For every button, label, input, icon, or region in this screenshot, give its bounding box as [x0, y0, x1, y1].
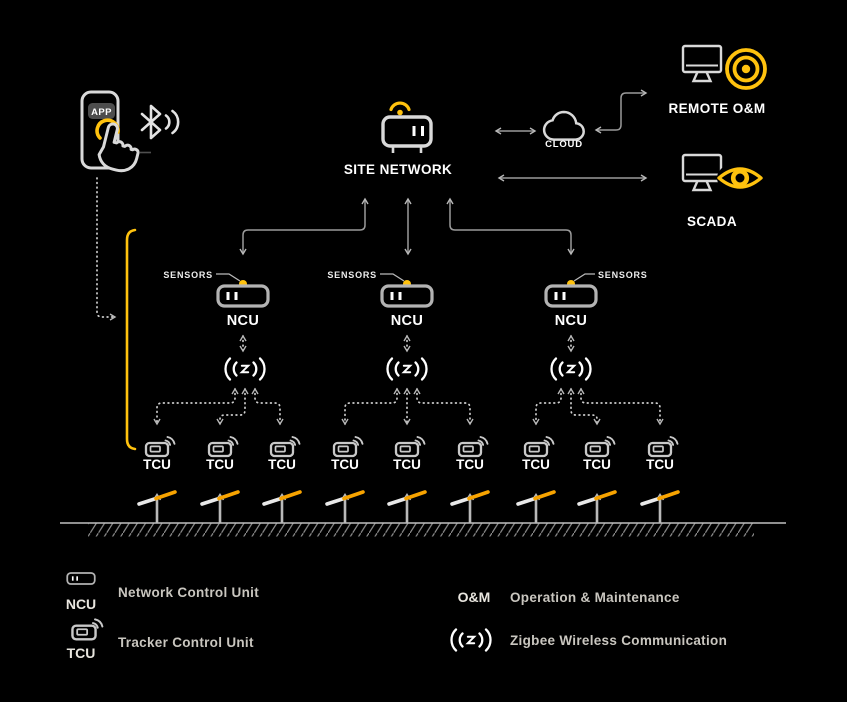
app-badge — [88, 103, 115, 119]
tcu-label: TCU — [268, 457, 296, 472]
remote-om-label: REMOTE O&M — [669, 101, 766, 116]
cloud-label: CLOUD — [545, 139, 583, 150]
ncu-device-icon — [380, 284, 434, 308]
cloud-node: CLOUD — [542, 110, 585, 150]
ncu-label: NCU — [555, 313, 588, 329]
smartphone-tap-icon: APP — [80, 90, 140, 173]
wifi-antenna-dot — [397, 109, 403, 116]
bluetooth-wave-icon — [164, 114, 171, 130]
bluetooth-icon — [140, 104, 180, 140]
legend-tcu-abbr: TCU — [67, 645, 96, 661]
zigbee-tcu-links — [157, 389, 660, 424]
scada-node: SCADA — [681, 153, 763, 229]
bluetooth-link-dotted-arrow — [96, 177, 115, 317]
arrows — [243, 93, 646, 254]
sensors-label: SENSORS — [598, 270, 648, 280]
ncu-device-icon — [216, 284, 270, 308]
scada-label: SCADA — [687, 214, 737, 229]
tcu-label: TCU — [646, 457, 674, 472]
ncu-label: NCU — [227, 313, 260, 329]
ncu-label: NCU — [391, 313, 424, 329]
device-group-bracket — [125, 228, 137, 451]
tcu-label: TCU — [206, 457, 234, 472]
tcu-row: TCU TCU TCU TCU TCU TCU TCU TCU TCU — [143, 435, 679, 472]
wifi-router-icon — [381, 115, 433, 148]
bluetooth-wave-icon — [171, 109, 180, 135]
arrow-cloud-remote-om — [596, 93, 646, 130]
sensors-label: SENSORS — [163, 270, 213, 280]
legend-zigbee-desc: Zigbee Wireless Communication — [510, 633, 727, 648]
site-network-node: SITE NETWORK — [344, 101, 452, 177]
legend-ncu-abbr: NCU — [66, 596, 96, 612]
tap-hand-icon — [97, 122, 140, 173]
site-network-label: SITE NETWORK — [344, 162, 452, 177]
tcu-label: TCU — [583, 457, 611, 472]
tcu-label: TCU — [456, 457, 484, 472]
legend-om-desc: Operation & Maintenance — [510, 590, 680, 605]
ncu-device-icon — [544, 284, 598, 308]
ground — [60, 522, 786, 537]
eye-icon — [717, 167, 763, 189]
legend-ncu-desc: Network Control Unit — [118, 585, 259, 600]
app-badge-label: APP — [91, 107, 112, 118]
tcu-label: TCU — [143, 457, 171, 472]
sensors-label: SENSORS — [327, 270, 377, 280]
remote-om-node: REMOTE O&M — [669, 44, 769, 116]
arrow-site-network-ncu-3 — [450, 199, 571, 254]
broadcast-rings-icon — [725, 48, 767, 90]
cloud-icon — [542, 110, 585, 141]
tcu-label: TCU — [331, 457, 359, 472]
ground-hatch — [88, 523, 754, 537]
legend: NCU Network Control Unit TCU Tracker Con… — [66, 572, 727, 661]
wifi-antenna-icon — [389, 101, 411, 112]
tcu-label: TCU — [393, 457, 421, 472]
legend-tcu-desc: Tracker Control Unit — [118, 635, 254, 650]
arrow-site-network-ncu-1 — [243, 199, 365, 254]
legend-om-abbr: O&M — [458, 589, 491, 605]
ncu-row: NCU NCU NCU — [216, 284, 598, 329]
tcu-label: TCU — [522, 457, 550, 472]
ncu-device-icon — [66, 572, 96, 585]
